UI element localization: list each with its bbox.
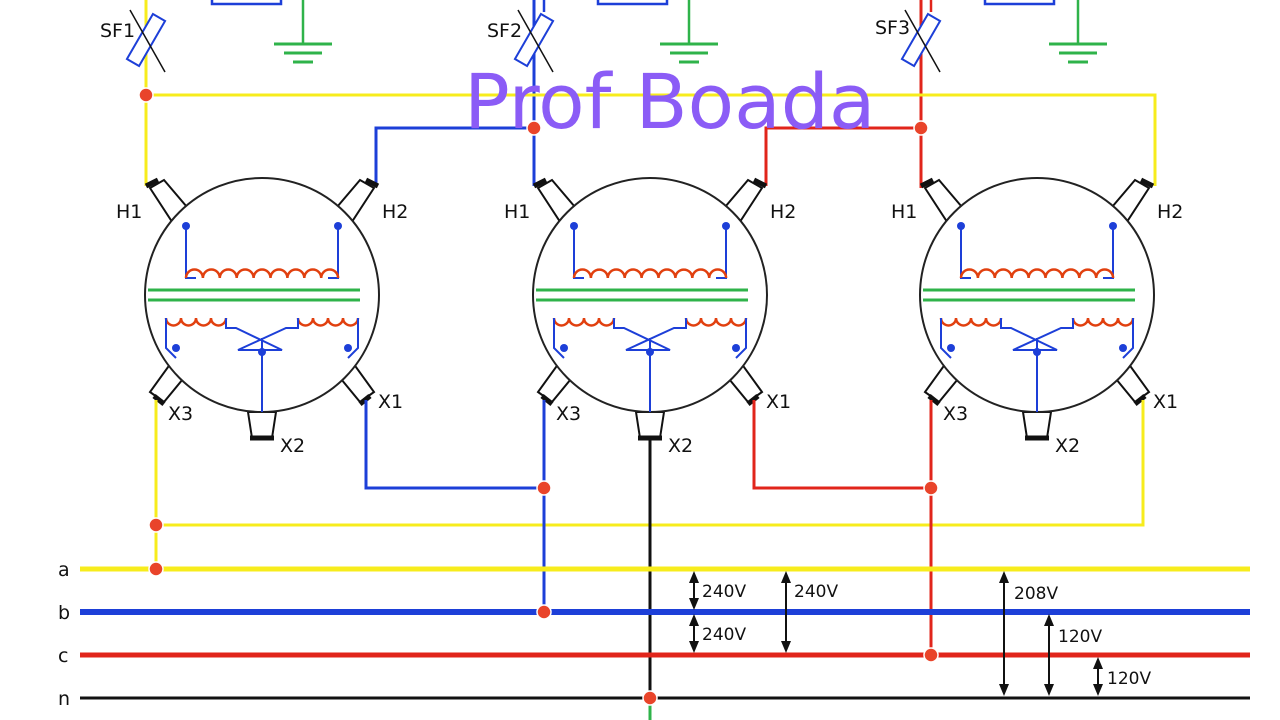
terminal-label-x2: X2 — [280, 435, 305, 457]
bus-label-b: b — [58, 602, 70, 624]
terminal-label-h2: H2 — [1157, 201, 1183, 223]
terminal-label-x2: X2 — [1055, 435, 1080, 457]
terminal-label-x3: X3 — [168, 403, 193, 425]
primary-wiring — [144, 93, 1157, 186]
voltage-label-ac: 240V — [794, 582, 838, 602]
fuse-label-sf3: SF3 — [875, 17, 910, 39]
ground-icon-3 — [1049, 0, 1107, 64]
terminal-label-h1: H1 — [504, 201, 530, 223]
terminal-label-x1: X1 — [1153, 391, 1178, 413]
arrow-an — [1093, 657, 1103, 696]
terminal-label-x2: X2 — [668, 435, 693, 457]
arrow-bc — [689, 614, 699, 653]
voltage-label-bc: 240V — [702, 625, 746, 645]
fuse-label-sf2: SF2 — [487, 20, 522, 42]
watermark-text: Prof Boada — [464, 57, 876, 146]
arrow-ab — [689, 571, 699, 610]
voltage-label-ab: 240V — [702, 582, 746, 602]
arrow-cn — [1044, 614, 1054, 696]
fuse-label-sf1: SF1 — [100, 20, 135, 42]
terminal-label-x3: X3 — [943, 403, 968, 425]
voltage-label-high-leg: 208V — [1014, 584, 1058, 604]
voltage-label-cn: 120V — [1058, 627, 1102, 647]
terminal-label-x3: X3 — [556, 403, 581, 425]
terminal-label-x1: X1 — [766, 391, 791, 413]
voltage-arrows — [689, 571, 1103, 696]
connection-nodes — [138, 87, 939, 706]
terminal-label-h1: H1 — [891, 201, 917, 223]
fuse-sf1 — [125, 0, 167, 95]
ground-icon-1 — [274, 0, 332, 64]
arrow-ac — [781, 571, 791, 653]
arrow-high-leg — [999, 571, 1009, 696]
terminal-label-x1: X1 — [378, 391, 403, 413]
ground-icon-2 — [660, 0, 718, 64]
fuse-sf2 — [513, 0, 555, 128]
terminal-label-h2: H2 — [770, 201, 796, 223]
bus-label-c: c — [58, 645, 68, 667]
terminal-label-h1: H1 — [116, 201, 142, 223]
top-boxes — [210, 0, 1056, 12]
bus-lines — [80, 566, 1250, 700]
bus-label-a: a — [58, 559, 70, 581]
terminal-label-h2: H2 — [382, 201, 408, 223]
voltage-label-an: 120V — [1107, 669, 1151, 689]
bus-label-n: n — [58, 688, 70, 710]
